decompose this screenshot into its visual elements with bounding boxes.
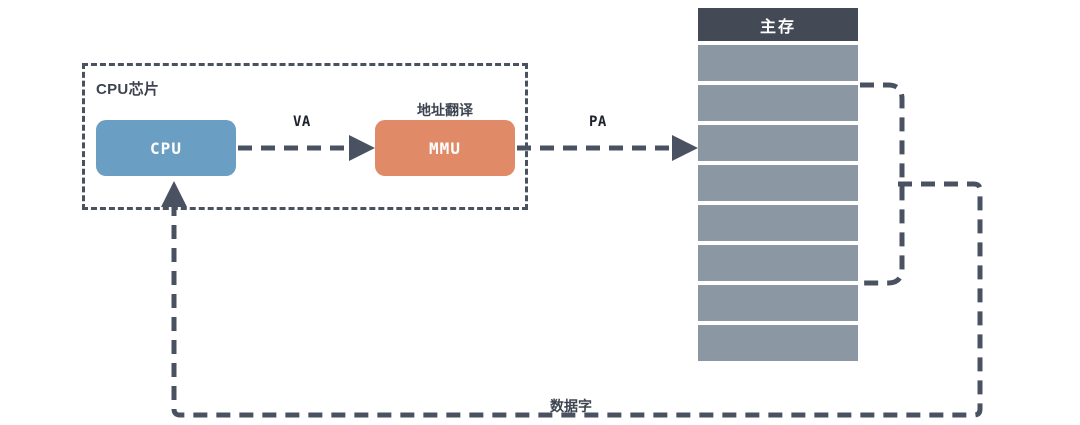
edge-memory-to-cpu <box>161 180 983 418</box>
node-mmu[interactable]: MMU <box>375 120 515 176</box>
memory-bracket <box>860 82 905 286</box>
main-memory-row <box>698 325 858 361</box>
main-memory-row <box>698 285 858 321</box>
node-mmu-caption: 地址翻译 <box>417 102 473 118</box>
main-memory-row <box>698 205 858 241</box>
edge-label-data-word: 数据字 <box>550 398 592 414</box>
cpu-chip-boundary <box>82 63 528 210</box>
node-mmu-label: MMU <box>429 138 461 158</box>
edge-label-pa: PA <box>589 114 607 130</box>
cpu-chip-label: CPU芯片 <box>96 81 160 98</box>
main-memory-header: 主存 <box>698 8 858 41</box>
edge-label-va: VA <box>293 114 311 130</box>
main-memory: 主存 <box>698 8 858 361</box>
main-memory-row <box>698 45 858 81</box>
main-memory-row <box>698 245 858 281</box>
node-cpu-label: CPU <box>150 138 182 158</box>
main-memory-row <box>698 165 858 201</box>
main-memory-rows <box>698 45 858 361</box>
node-cpu[interactable]: CPU <box>96 120 236 176</box>
main-memory-row <box>698 85 858 121</box>
main-memory-row <box>698 125 858 161</box>
